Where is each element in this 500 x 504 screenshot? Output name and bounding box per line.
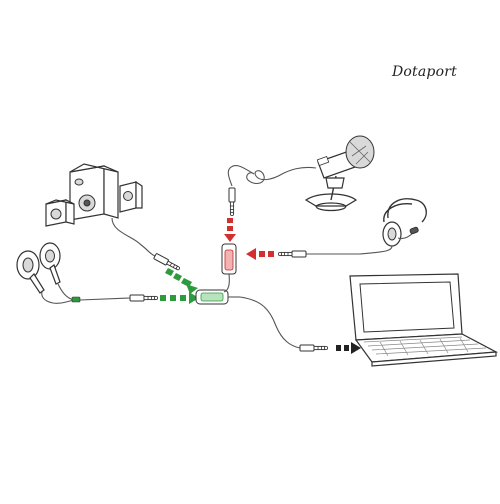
desktop-microphone-icon xyxy=(304,135,375,212)
y-splitter-adapter-icon xyxy=(195,243,240,305)
earphone-y-joint xyxy=(71,296,81,303)
earphone-cable-right xyxy=(57,283,75,301)
microphone-cable xyxy=(227,165,317,187)
audio-arrow-speaker xyxy=(165,268,198,294)
earphone-cable xyxy=(79,297,131,301)
mic-arrow-left xyxy=(246,248,274,260)
mic-arrow-down xyxy=(224,218,236,242)
earbud-headphones-icon xyxy=(16,242,61,294)
speaker-cable xyxy=(111,217,156,257)
output-arrow-laptop xyxy=(336,342,361,354)
brand-logo-text: Dotaport xyxy=(392,64,457,80)
audio-arrow-earphones xyxy=(160,292,199,304)
headset-plug-icon xyxy=(277,250,307,258)
splitter-output-cable xyxy=(239,296,301,349)
laptop-icon xyxy=(349,273,499,367)
output-plug-icon xyxy=(299,344,329,352)
earphone-cable-left xyxy=(41,291,75,304)
headset-cable xyxy=(306,245,393,255)
computer-speakers-icon xyxy=(45,163,143,227)
headset-microphone-icon xyxy=(382,198,427,247)
earphone-plug-icon xyxy=(129,294,159,302)
speaker-plug-icon xyxy=(153,252,182,273)
microphone-plug-icon xyxy=(228,187,236,217)
